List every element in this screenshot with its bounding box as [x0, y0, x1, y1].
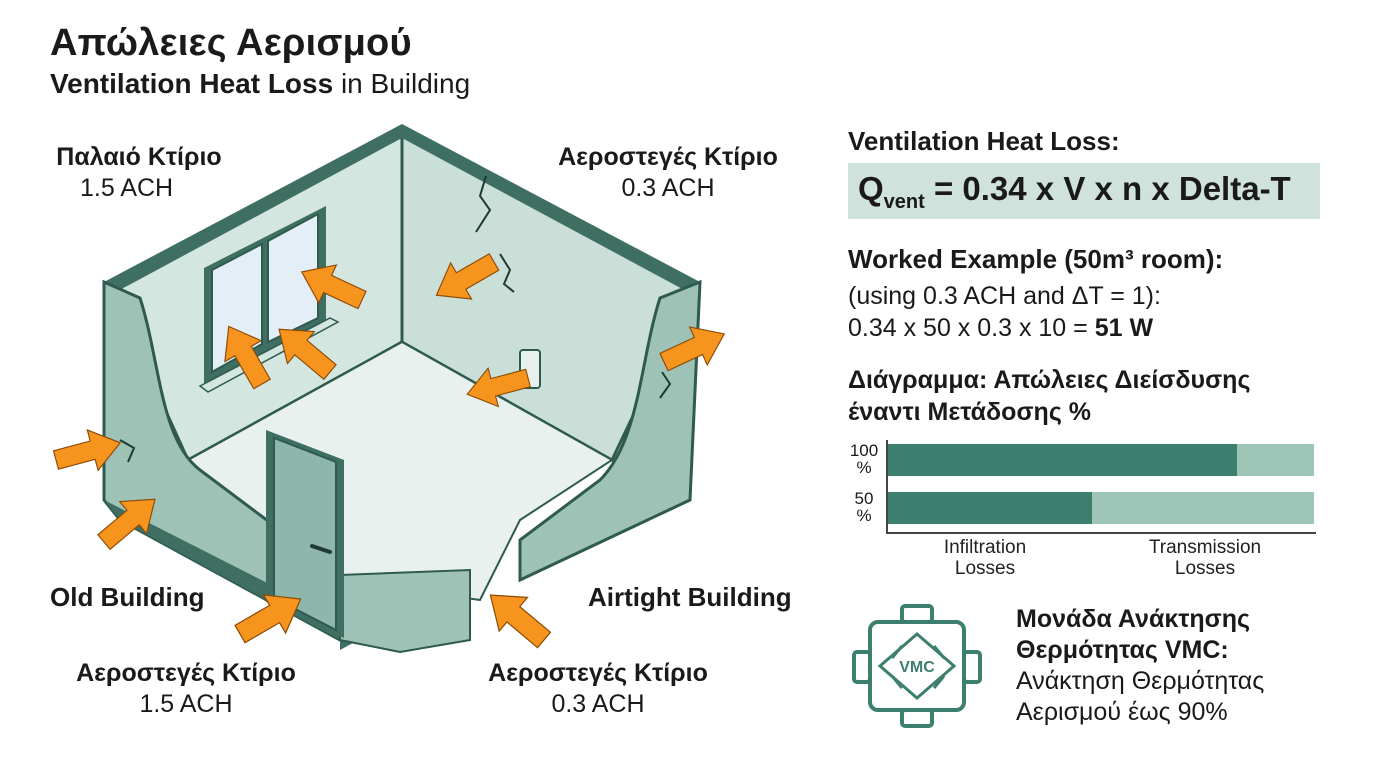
formula-q-sub: vent: [883, 191, 925, 213]
vmc-description: Ανάκτηση Θερμότητας Αερισμού έως 90%: [1016, 667, 1265, 726]
crack-top: [475, 175, 492, 233]
bar-infiltration-1: [888, 492, 1093, 524]
vmc-icon-text: VMC: [899, 659, 935, 676]
chart-y-axis: [886, 440, 888, 534]
top-edge-right: [402, 124, 700, 292]
formula-box: [848, 163, 1320, 219]
worked-example-line2: 0.34 x 50 x 0.3 x 10 = 51 W: [848, 314, 1154, 342]
worked-example-line1: (using 0.3 ACH and ΔT = 1):: [848, 282, 1161, 310]
top-edge-left: [104, 124, 402, 292]
worked-example-result: 51 W: [1094, 314, 1154, 342]
label-bottom-left: Αεροστεγές Κτίριο 1.5 ACH: [76, 659, 296, 718]
label-top-left: Παλαιό Κτίριο 1.5 ACH: [56, 143, 222, 202]
formula-heading: Ventilation Heat Loss:: [848, 126, 1120, 156]
crack-right: [499, 253, 515, 293]
worked-example-heading: Worked Example (50m³ room):: [848, 244, 1224, 274]
page-title: Απώλειες Αερισμού: [50, 22, 412, 64]
subtitle-rest: in Building: [333, 68, 471, 99]
y-tick-label: 100%: [849, 441, 879, 477]
bar-transmission-1: [1092, 492, 1314, 524]
label-airtight-building: Airtight Building: [588, 582, 792, 612]
legend-transmission: Transmission Losses: [1148, 537, 1262, 579]
label-old-building: Old Building: [50, 582, 205, 612]
crack-left: [119, 439, 136, 463]
y-tick-label: 50%: [854, 489, 874, 525]
front-low-wall: [339, 568, 471, 654]
formula-q: Q: [858, 170, 884, 207]
subtitle-bold: Ventilation Heat Loss: [50, 68, 334, 99]
arrow-front-right: [475, 577, 559, 658]
chart-x-axis: [886, 532, 1316, 534]
page-subtitle: Ventilation Heat Loss in Building: [50, 68, 470, 100]
right-side-wall: [518, 279, 702, 583]
door-panel: [273, 436, 337, 632]
room-illustration: [50, 124, 734, 658]
door-handle: [310, 544, 332, 554]
formula-expression: = 0.34 x V x n x Delta-T: [924, 170, 1291, 207]
window-glass-right: [267, 212, 319, 344]
chart-title: Διάγραμμα: Απώλειες Διείσδυσης έναντι Με…: [848, 366, 1251, 426]
label-top-right: Αεροστεγές Κτίριο 0.3 ACH: [558, 143, 778, 202]
bar-infiltration-0: [888, 444, 1238, 476]
legend-infiltration: Infiltration Losses: [943, 537, 1027, 579]
formula: Qvent = 0.34 x V x n x Delta-T: [858, 170, 1291, 214]
vmc-unit-icon: VMC: [852, 604, 982, 728]
bar-transmission-0: [1237, 444, 1314, 476]
crack-right-wall: [659, 371, 672, 399]
label-bottom-right: Αεροστεγές Κτίριο 0.3 ACH: [488, 659, 708, 718]
vmc-heading: Μονάδα Ανάκτησης Θερμότητας VMC:: [1016, 605, 1251, 664]
